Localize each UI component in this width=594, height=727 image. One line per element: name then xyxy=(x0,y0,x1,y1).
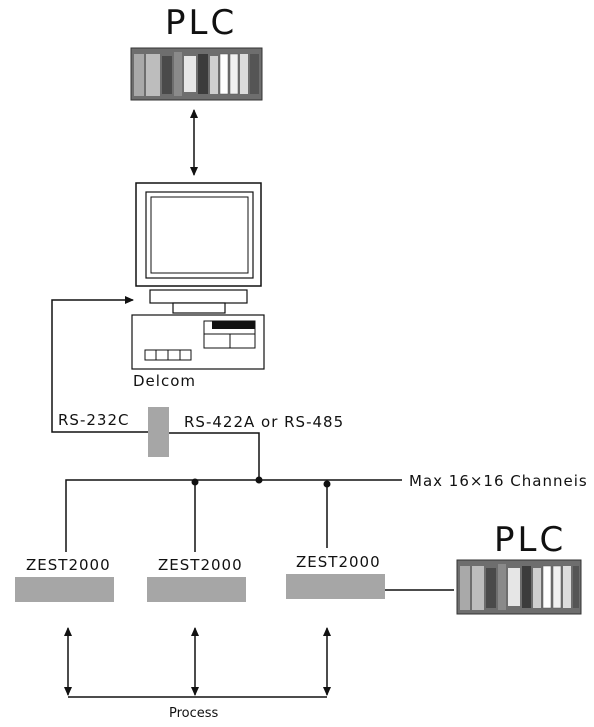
zest-module-block xyxy=(15,577,114,602)
rs422-label: RS-422A or RS-485 xyxy=(184,413,344,431)
computer-icon xyxy=(131,182,265,370)
zest-module-label: ZEST2000 xyxy=(158,556,243,574)
right-plc-rack-icon xyxy=(456,559,582,615)
bus-junction xyxy=(255,476,263,484)
rs232-label: RS-232C xyxy=(58,411,129,429)
max-channels-label: Max 16×16 Channeis xyxy=(409,472,588,490)
zest-module-block xyxy=(147,577,246,602)
zest-module-label: ZEST2000 xyxy=(26,556,111,574)
computer-label: Delcom xyxy=(133,372,196,390)
top-plc-label: PLC xyxy=(165,3,237,43)
zest-module-block xyxy=(286,574,385,599)
bus-line xyxy=(65,479,402,552)
rs422-connection-line xyxy=(169,432,260,480)
top-plc-rack-icon xyxy=(130,47,263,101)
right-plc-label: PLC xyxy=(494,520,566,560)
zest-module-label: ZEST2000 xyxy=(296,553,381,571)
process-label: Process xyxy=(169,706,219,721)
converter-block xyxy=(148,407,169,457)
rs232-connection-line xyxy=(51,296,148,433)
